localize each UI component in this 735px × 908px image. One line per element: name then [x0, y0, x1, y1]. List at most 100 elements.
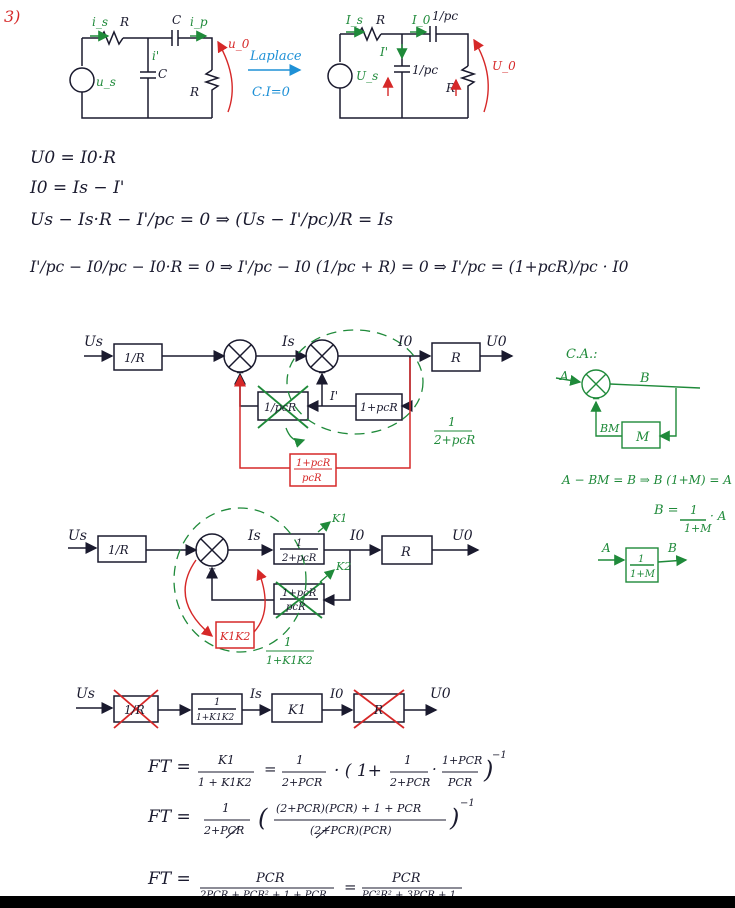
d2-output: U0: [452, 528, 473, 544]
svg-text:=: =: [344, 878, 357, 896]
label-pc2-l: 1/pc: [412, 63, 438, 77]
diagram3-cross-1: [113, 689, 159, 729]
diagram1-green-loop: [286, 329, 424, 435]
d3-is: Is: [249, 687, 262, 702]
label-iprime-l: I': [379, 45, 388, 59]
block-diagram-3: [76, 693, 438, 725]
svg-text:=: =: [264, 760, 277, 778]
voltage-arrow-u0-l: [473, 38, 489, 113]
svg-text:1: 1: [404, 753, 412, 767]
d1-input: Us: [84, 334, 103, 350]
d2-i0: I0: [349, 528, 365, 544]
diagram2-k1-arrow: [317, 521, 331, 533]
d2-is: Is: [247, 528, 261, 544]
d1-is: Is: [281, 334, 295, 350]
ca-simple-num: 1: [638, 554, 644, 565]
d1-green-den: 2+pcR: [433, 433, 475, 447]
circuit-laplace-annotations: I_s R I_0 1/pc I' 1/pc R U_s U_0: [345, 9, 516, 95]
svg-text:· ( 1+: · ( 1+: [334, 761, 382, 781]
equation-2: I0 = Is − I': [30, 178, 125, 198]
diagram3-cross-4: [353, 689, 405, 729]
label-r2: R: [189, 85, 199, 99]
label-ip: i_p: [190, 15, 208, 29]
diagram1-red-block: [289, 453, 337, 487]
diagram2-red-curve-right: [253, 568, 267, 633]
svg-text:·: ·: [432, 760, 437, 778]
label-pc-l: 1/pc: [432, 9, 458, 23]
diagram3-text: Us 1/R 1 1+K1K2 Is K1 I0 R U0: [76, 686, 451, 723]
diagram2-text: Us 1/R − Is 1 2+pcR K1 I0 R U0 1+pcR pcR…: [68, 512, 473, 667]
ca-eq2-lhs: B =: [653, 503, 679, 518]
svg-text:1 + K1K2: 1 + K1K2: [198, 776, 252, 789]
laplace-label: Laplace: [249, 49, 302, 64]
ca-output: B: [639, 371, 650, 386]
ca-simple-out: B: [667, 541, 677, 555]
label-u0-l: U_0: [492, 59, 516, 73]
ca-eq2-rhs: · A: [710, 509, 727, 523]
block-diagram-1: [84, 339, 514, 421]
svg-text:2+PCR: 2+PCR: [281, 776, 322, 789]
svg-text:2+PCR: 2+PCR: [389, 776, 430, 789]
diagram1-text: Us 1/R − − Is I0 R U0 1/pcR 1+pcR I' 1+p…: [84, 334, 507, 484]
d2-fwd-num: 1: [296, 538, 302, 549]
ca-simple-in: A: [601, 541, 611, 555]
ft-line-3: FT = PCR 2PCR + PCR² + 1 + PCR = PCR PC²…: [147, 869, 456, 901]
voltage-arrow-u0: [217, 40, 233, 113]
label-r: R: [119, 15, 129, 29]
svg-text:1+PCR: 1+PCR: [442, 754, 482, 767]
label-c2: C: [158, 67, 167, 81]
svg-text:PCR: PCR: [255, 871, 285, 886]
diagram1-red-feedback: [240, 358, 411, 469]
label-u0: u_0: [228, 37, 250, 51]
problem-number: 3): [4, 7, 20, 26]
d1-fb2: 1+pcR: [360, 401, 398, 414]
svg-text:): ): [483, 756, 493, 784]
diagram2-red-block: [215, 621, 255, 649]
ca-input: A: [559, 369, 569, 383]
svg-text:1: 1: [296, 753, 304, 767]
diagram2-cross-out: [275, 581, 323, 619]
block-diagram-2: [68, 533, 480, 615]
svg-text:K1: K1: [217, 753, 235, 767]
ft-line-1: FT = K1 1 + K1K2 = 1 2+PCR · ( 1+ 1 2+PC…: [147, 750, 507, 789]
ca-note: [555, 369, 706, 583]
d1-fb1: 1/pcR: [264, 401, 296, 414]
svg-text:−1: −1: [492, 750, 507, 761]
ca-minus: −: [592, 394, 600, 405]
d2-green-den: 1+K1K2: [266, 654, 313, 667]
label-is-l: I_s: [345, 13, 363, 27]
diagram1-green-arrow: [285, 427, 306, 448]
circuit-laplace-domain: [327, 26, 477, 119]
label-r2-l: R: [445, 81, 455, 95]
circuit-time-domain: [69, 30, 221, 119]
d2-minus: −: [208, 564, 216, 575]
d3-b2-num: 1: [214, 697, 220, 708]
svg-text:1: 1: [222, 801, 230, 815]
d3-output: U0: [430, 686, 451, 702]
d1-output: U0: [486, 334, 507, 350]
equation-1: U0 = I0·R: [30, 148, 116, 168]
d2-blockR: R: [400, 545, 411, 560]
svg-text:−1: −1: [460, 798, 475, 809]
diagram2-red-curve: [184, 559, 214, 637]
svg-text:FT =: FT =: [147, 869, 191, 889]
ca-eq2-den: 1+M: [684, 522, 712, 535]
ca-text: C.A.: A B − BM M A − BM = B ⇒ B (1+M) = …: [559, 347, 732, 580]
ft-line-2-cancel: [225, 825, 331, 839]
svg-text:(: (: [258, 804, 268, 832]
ca-block: M: [635, 430, 650, 445]
d2-fb-den: pcR: [286, 602, 306, 613]
label-is: i_s: [92, 15, 108, 29]
d3-io: I0: [329, 687, 343, 702]
d1-minus1: −: [236, 368, 244, 379]
d2-k2: K2: [335, 560, 351, 573]
d3-input: Us: [76, 686, 95, 702]
d3-b3: K1: [287, 703, 306, 718]
d1-iprime: I': [329, 389, 338, 403]
circuit-time-annotations: i_s R C i_p i' C R u_s u_0: [92, 13, 250, 99]
svg-text:PCR: PCR: [391, 871, 421, 886]
label-r-l: R: [375, 13, 385, 27]
ft-line-2: FT = 1 2+PCR ( (2+PCR)(PCR) + 1 + PCR (2…: [147, 798, 475, 837]
label-us-l: U_s: [356, 69, 378, 83]
